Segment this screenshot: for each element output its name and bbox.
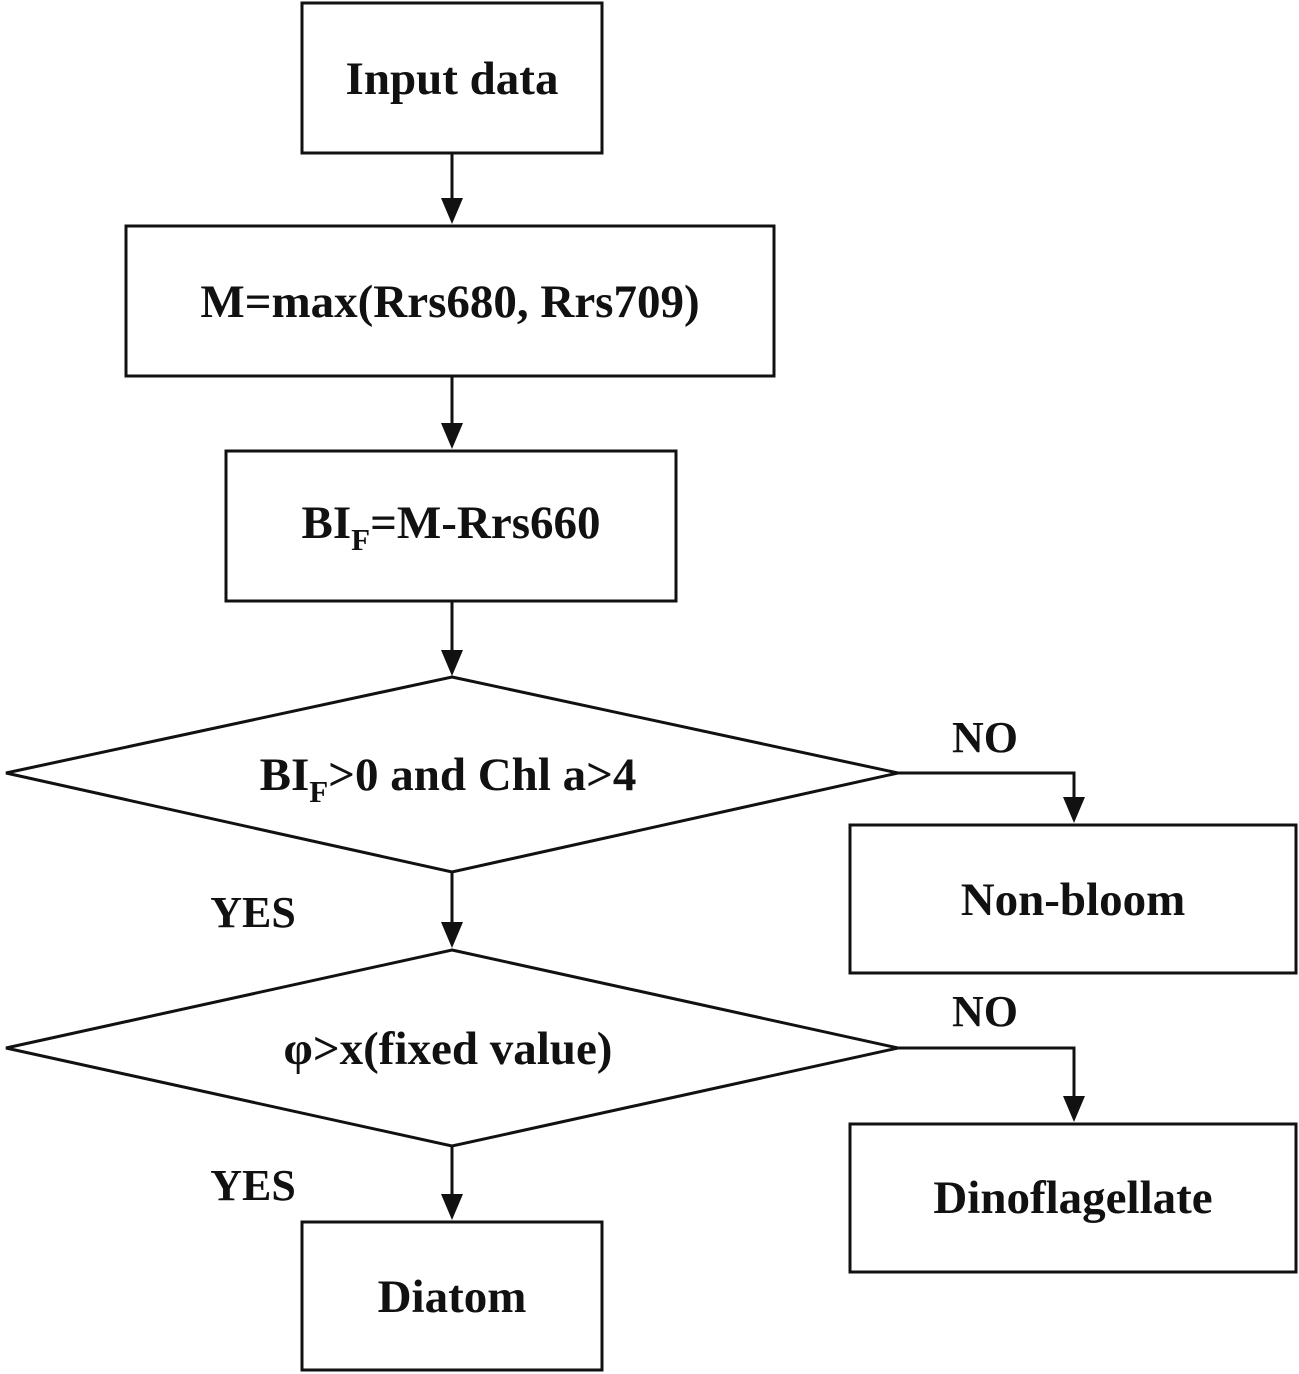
edge-input-to-max <box>441 153 463 224</box>
decision1-subscript: F <box>309 774 328 809</box>
node-non-bloom-label: Non-bloom <box>961 874 1186 926</box>
decision1-suffix: >0 and Chl a>4 <box>328 749 636 801</box>
node-bif-formula-label: BIF=M-Rrs660 <box>302 497 601 557</box>
node-dinoflagellate: Dinoflagellate <box>848 1122 1298 1274</box>
node-bif-formula: BIF=M-Rrs660 <box>224 449 678 603</box>
node-diatom-label: Diatom <box>378 1271 527 1323</box>
bif-prefix: BI <box>302 497 352 549</box>
edge-decision2-no: NO <box>898 987 1085 1122</box>
edge-decision1-no: NO <box>898 713 1085 823</box>
node-decision-bloom: BIF>0 and Chl a>4 <box>5 675 899 874</box>
arrowhead-icon <box>441 1194 463 1220</box>
decision2-no-label: NO <box>952 987 1018 1036</box>
node-input-data-label: Input data <box>346 53 559 105</box>
arrowhead-icon <box>441 423 463 449</box>
edge-decision1-yes: YES <box>210 872 463 948</box>
bif-suffix: =M-Rrs660 <box>370 497 600 549</box>
node-non-bloom: Non-bloom <box>848 823 1298 975</box>
decision2-yes-label: YES <box>210 1161 296 1210</box>
node-decision-phi: φ>x(fixed value) <box>5 948 899 1148</box>
arrowhead-icon <box>1063 1096 1085 1122</box>
node-max-formula-label: M=max(Rrs680, Rrs709) <box>200 276 699 328</box>
bif-subscript: F <box>351 522 370 557</box>
edge-decision2-yes: YES <box>210 1146 463 1220</box>
edge-bif-to-decision1 <box>441 601 463 676</box>
node-input-data: Input data <box>300 1 604 155</box>
decision1-yes-label: YES <box>210 888 296 937</box>
decision1-prefix: BI <box>260 749 310 801</box>
arrowhead-icon <box>441 198 463 224</box>
node-max-formula: M=max(Rrs680, Rrs709) <box>124 224 776 378</box>
arrowhead-icon <box>441 922 463 948</box>
decision1-no-label: NO <box>952 713 1018 762</box>
node-decision-phi-label: φ>x(fixed value) <box>284 1023 613 1075</box>
node-diatom: Diatom <box>300 1220 604 1372</box>
edge-max-to-bif <box>441 376 463 449</box>
arrowhead-icon <box>441 650 463 676</box>
arrowhead-icon <box>1063 797 1085 823</box>
node-decision-bloom-label: BIF>0 and Chl a>4 <box>260 749 637 809</box>
node-dinoflagellate-label: Dinoflagellate <box>933 1172 1212 1224</box>
